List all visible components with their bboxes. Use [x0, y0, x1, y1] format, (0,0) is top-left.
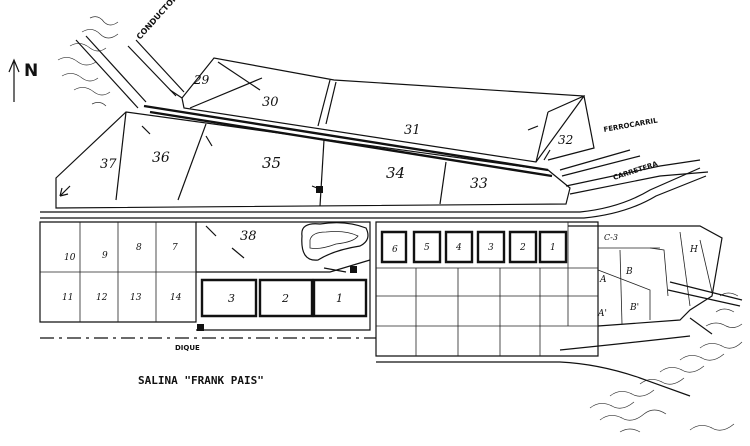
pond-label-38: 38 [240, 229, 257, 244]
crystallizers [197, 186, 368, 331]
grid-label-14: 14 [170, 293, 182, 303]
grid-label-12: 12 [96, 293, 108, 303]
grid-label-13: 13 [130, 293, 142, 303]
pond-label-37: 37 [100, 157, 117, 172]
dique: DIQUE [40, 335, 691, 397]
grid-label-8: 8 [136, 243, 142, 253]
shoreline-bottom-right [589, 292, 743, 433]
grid-label-9: 9 [102, 251, 108, 261]
shoreline-top-left [57, 16, 147, 109]
pond-label-34: 34 [386, 164, 405, 182]
row-label-1: 1 [550, 243, 556, 253]
row-label-4: 4 [455, 243, 462, 253]
pond-label-30: 30 [262, 95, 279, 110]
north-label: N [24, 61, 38, 81]
label-conductora: CONDUCTORA [135, 0, 184, 41]
row-label-6: 6 [392, 245, 398, 255]
grid-label-7: 7 [172, 243, 178, 253]
row-label-5: 5 [424, 243, 430, 253]
pond-label-32: 32 [558, 133, 573, 147]
map-title: SALINA "FRANK PAIS" [138, 374, 264, 387]
right-label-c3: C-3 [604, 233, 618, 242]
conductora-canal: CONDUCTORA [127, 0, 185, 97]
crystallizer-label-3: 3 [228, 292, 235, 305]
right-label-b: B [625, 267, 633, 277]
crystallizer-label-1: 1 [336, 292, 343, 305]
grid-label-11: 11 [62, 293, 73, 303]
center-row [375, 221, 599, 357]
crystallizer-label-2: 2 [281, 292, 289, 305]
right-label-a: A [599, 275, 607, 285]
grid-label-10: 10 [64, 253, 76, 263]
north-arrow: N [8, 58, 38, 102]
label-carretera: CARRETERA [612, 160, 659, 182]
lower-left-grid [39, 221, 197, 323]
right-label-a2: A' [597, 309, 607, 319]
label-ferrocarril: FERROCARRIL [603, 116, 659, 133]
row-label-3: 3 [488, 243, 494, 253]
pond-label-35: 35 [262, 154, 281, 172]
pond-label-31: 31 [404, 123, 421, 138]
right-block [568, 225, 743, 335]
right-label-b2: B' [629, 303, 639, 313]
road-carretera: FERROCARRIL CARRETERA [40, 116, 707, 219]
pond-label-29: 29 [193, 73, 210, 87]
pond-label-36: 36 [152, 150, 170, 166]
pond-labels: 29 30 31 32 37 36 35 34 33 38 10 9 8 7 1… [62, 73, 698, 319]
flow-arrows [59, 89, 551, 273]
row-label-2: 2 [519, 243, 526, 253]
upper-ponds [55, 57, 709, 209]
right-label-h: H [689, 245, 698, 255]
pond-38-area [196, 221, 371, 331]
label-dique: DIQUE [175, 344, 200, 352]
pond-label-33: 33 [470, 176, 488, 192]
